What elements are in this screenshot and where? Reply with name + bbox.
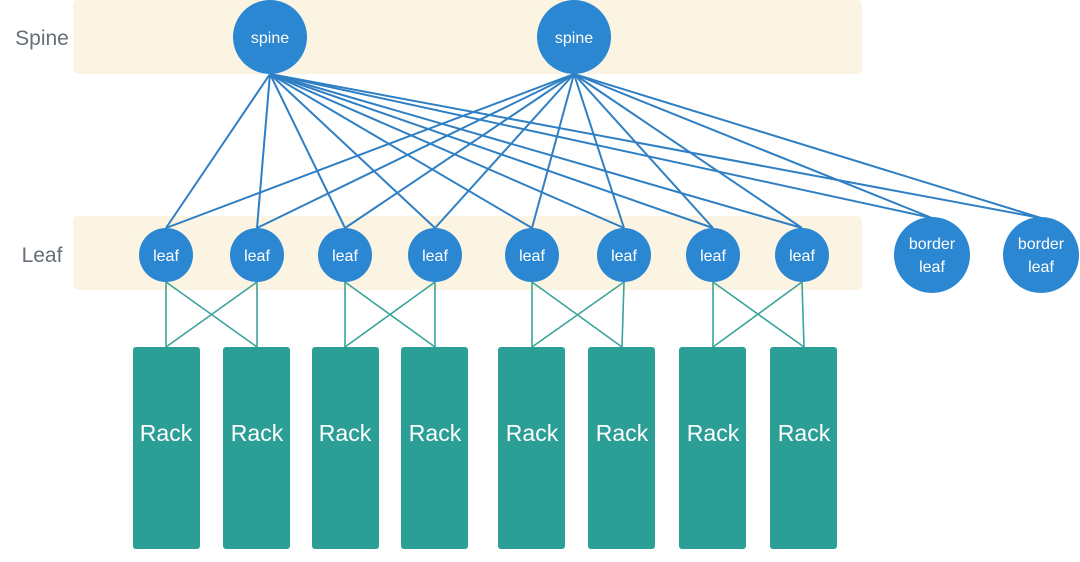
leaf-node[interactable]: leaf [230,228,284,282]
leaf-tier-label: Leaf [22,244,63,267]
leaf-node-label: leaf [244,248,270,265]
leaf-node[interactable]: leaf [597,228,651,282]
leaf-node[interactable]: leaf [505,228,559,282]
rack-label: Rack [319,420,372,446]
spine-leaf-link [269,73,803,229]
spine-leaf-link [573,73,1042,219]
border-leaf-label-line1: border [1018,236,1065,253]
leaf-node-label: leaf [422,248,448,265]
spine-leaf-link [269,73,625,229]
spine-leaf-link [269,73,714,229]
spine-leaf-link [256,73,575,229]
leaf-rack-link [621,281,625,348]
rack-label: Rack [596,420,649,446]
border-leaf-label-line1: border [909,236,956,253]
spine-node[interactable]: spine [233,0,307,74]
spine-node-label: spine [251,30,289,47]
spine-leaf-link [269,73,436,229]
spine-leaf-link [165,73,575,229]
rack[interactable]: Rack [588,347,655,549]
leaf-node[interactable]: leaf [318,228,372,282]
rack-label: Rack [231,420,284,446]
spine-leaf-links [165,73,1042,229]
spine-leaf-link [434,73,575,229]
leaf-node[interactable]: leaf [139,228,193,282]
leaf-rack-link [344,281,436,348]
spine-tier-label: Spine [15,27,69,50]
rack[interactable]: Rack [498,347,565,549]
rack-label: Rack [778,420,831,446]
rack[interactable]: Rack [133,347,200,549]
spine-leaf-link [269,73,1042,219]
leaf-rack-link [801,281,805,348]
rack[interactable]: Rack [401,347,468,549]
spine-leaf-link [344,73,575,229]
spine-leaf-link [269,73,933,219]
rack-label: Rack [409,420,462,446]
border-leaf-label-line2: leaf [1028,259,1054,276]
leaf-rack-links [165,281,805,348]
leaf-node-label: leaf [332,248,358,265]
spine-leaf-link [269,73,346,229]
rack[interactable]: Rack [312,347,379,549]
spine-leaf-link [269,73,533,229]
rack-label: Rack [140,420,193,446]
leaf-node-label: leaf [519,248,545,265]
spine-node-label: spine [555,30,593,47]
border-leaf-node[interactable]: border leaf [894,217,970,293]
rack-label: Rack [506,420,559,446]
rack[interactable]: Rack [770,347,837,549]
leaf-node-label: leaf [611,248,637,265]
spine-leaf-link [531,73,575,229]
spine-leaf-link [573,73,625,229]
leaf-node[interactable]: leaf [686,228,740,282]
rack[interactable]: Rack [223,347,290,549]
rack-label: Rack [687,420,740,446]
leaf-node-label: leaf [789,248,815,265]
spine-leaf-link [573,73,803,229]
spine-leaf-link [165,73,271,229]
spine-leaf-link [573,73,714,229]
rack[interactable]: Rack [679,347,746,549]
border-leaf-label-line2: leaf [919,259,945,276]
spine-leaf-link [256,73,271,229]
border-leaf-node[interactable]: border leaf [1003,217,1079,293]
spine-tier-band [73,0,862,74]
leaf-node-label: leaf [153,248,179,265]
leaf-rack-link [165,281,258,348]
leaf-rack-link [531,281,625,348]
leaf-node[interactable]: leaf [408,228,462,282]
leaf-node-label: leaf [700,248,726,265]
leaf-rack-link [712,281,803,348]
spine-node[interactable]: spine [537,0,611,74]
leaf-node[interactable]: leaf [775,228,829,282]
spine-leaf-link [573,73,933,219]
